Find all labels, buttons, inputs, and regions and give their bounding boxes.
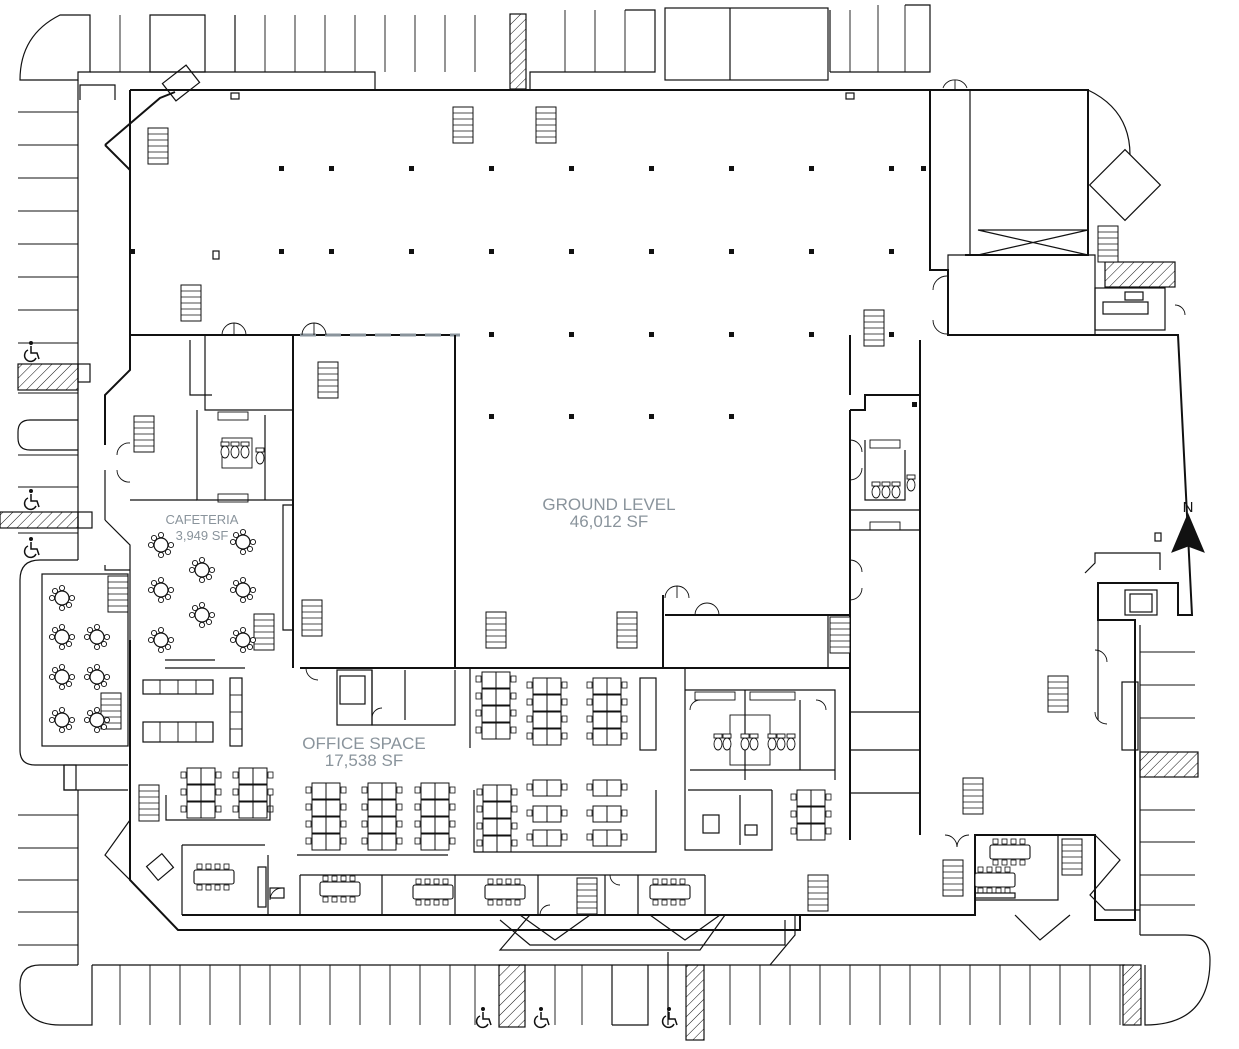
room-labels: GROUND LEVEL 46,012 SF CAFETERIA 3,949 S…: [166, 495, 676, 770]
ground-level-area: 46,012 SF: [570, 512, 648, 531]
cafeteria-area: 3,949 SF: [176, 528, 229, 543]
office-space-name: OFFICE SPACE: [302, 734, 425, 753]
north-arrow-label: N: [1183, 499, 1194, 516]
cafeteria-name: CAFETERIA: [166, 512, 239, 527]
north-arrow-icon: N: [1171, 499, 1205, 553]
accessible-parking-icon: [533, 1006, 550, 1029]
restroom-fixtures: [217, 411, 916, 766]
accessible-parking-icon: [661, 1006, 678, 1029]
office-space-area: 17,538 SF: [325, 751, 403, 770]
accessible-parking-icon: [23, 488, 40, 511]
office-workstations: [142, 667, 1031, 908]
accessible-parking-icon: [475, 1006, 492, 1029]
ground-level-name: GROUND LEVEL: [542, 495, 675, 514]
door-swing-icon: [116, 79, 1186, 916]
accessible-parking-icon: [23, 340, 40, 363]
accessible-parking-icon: [23, 536, 40, 559]
site-parking: [0, 4, 1211, 1041]
cafeteria-tables: [41, 528, 257, 747]
structural-columns: [130, 92, 1162, 542]
